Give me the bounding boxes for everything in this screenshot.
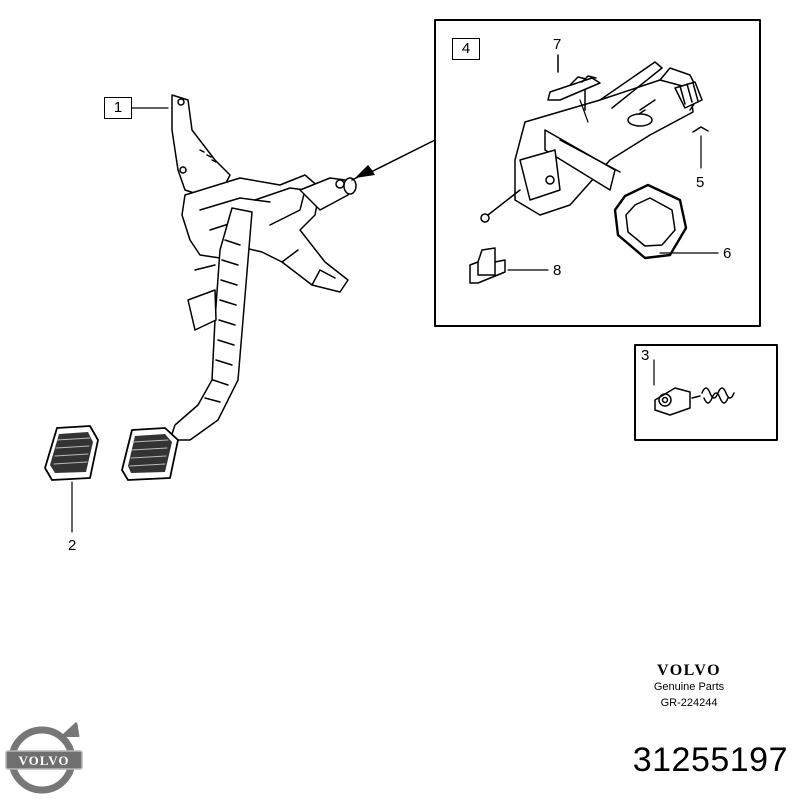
volvo-badge-logo: VOLVO [5,722,83,794]
spring-part-3 [653,359,735,416]
brand-subtitle: Genuine Parts [653,681,725,693]
pedal-pad-item [44,425,99,533]
circlip-part-5 [692,126,709,169]
callout-2: 2 [68,537,77,554]
seal-part-6 [613,183,719,260]
detail-pointer-arrow [355,136,435,178]
callout-7: 7 [553,36,562,53]
pedal-box-assembly [169,94,363,441]
callout-5: 5 [696,174,705,191]
master-cylinder [480,61,703,223]
logo-badge-text: VOLVO [19,753,70,768]
callout-6: 6 [723,245,732,262]
clip-part-8 [469,247,549,284]
callout-8: 8 [553,262,562,279]
callout-box-4: 4 [452,38,480,60]
brake-pedal-pad [121,427,179,481]
detail-frame-3 [634,344,778,441]
drawing-code: GR-224244 [660,697,718,709]
clip-part-7 [547,54,601,123]
part-number: 31255197 [632,741,788,779]
brand-wordmark: VOLVO [656,662,722,679]
callout-3: 3 [641,347,650,364]
callout-box-1: 1 [104,97,132,119]
